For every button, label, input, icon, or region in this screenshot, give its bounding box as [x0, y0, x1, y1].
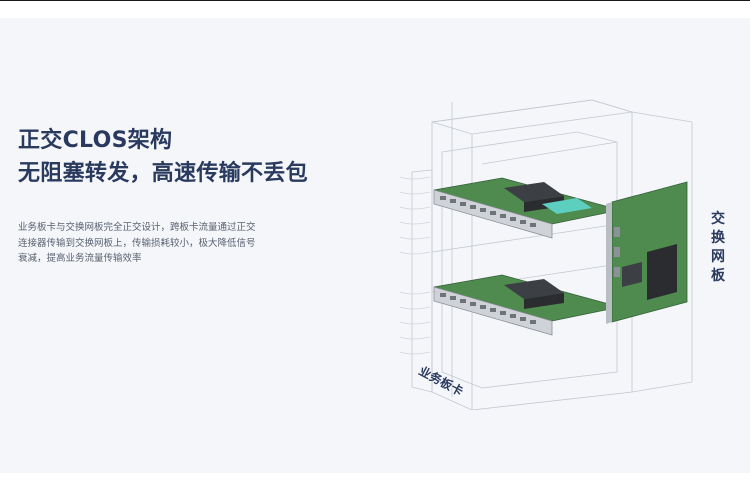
switch-fabric-label-char: 板: [711, 268, 725, 284]
feature-headline: 正交CLOS架构 无阻塞转发，高速传输不丢包: [18, 124, 308, 190]
service-card-upper: [433, 177, 621, 239]
switch-fabric-label-char: 网: [711, 249, 725, 265]
chassis-wireframe: [411, 99, 693, 410]
switch-fabric-label: 交 换 网 板: [708, 210, 728, 286]
feature-description: 业务板卡与交换网板完全正交设计，跨板卡流量通过正交 连接器传输到交换网板上，传输…: [18, 220, 303, 267]
description-line-3: 衰减，提高业务流量传输效率: [18, 253, 142, 264]
headline-line-1: 正交CLOS架构: [18, 128, 173, 153]
chassis-illustration: [399, 99, 693, 410]
switch-fabric-label-char: 交: [711, 211, 725, 227]
switch-fabric-board: [606, 181, 688, 324]
description-line-2: 连接器传输到交换网板上，传输损耗较小，极大降低信号: [18, 237, 256, 249]
fan-guides: [399, 176, 431, 355]
description-line-1: 业务板卡与交换网板完全正交设计，跨板卡流量通过正交: [18, 222, 256, 233]
headline-line-2: 无阻塞转发，高速传输不丢包: [18, 161, 308, 186]
top-divider: [0, 0, 750, 1]
switch-fabric-label-char: 换: [711, 230, 725, 246]
service-card-lower: [433, 274, 621, 336]
